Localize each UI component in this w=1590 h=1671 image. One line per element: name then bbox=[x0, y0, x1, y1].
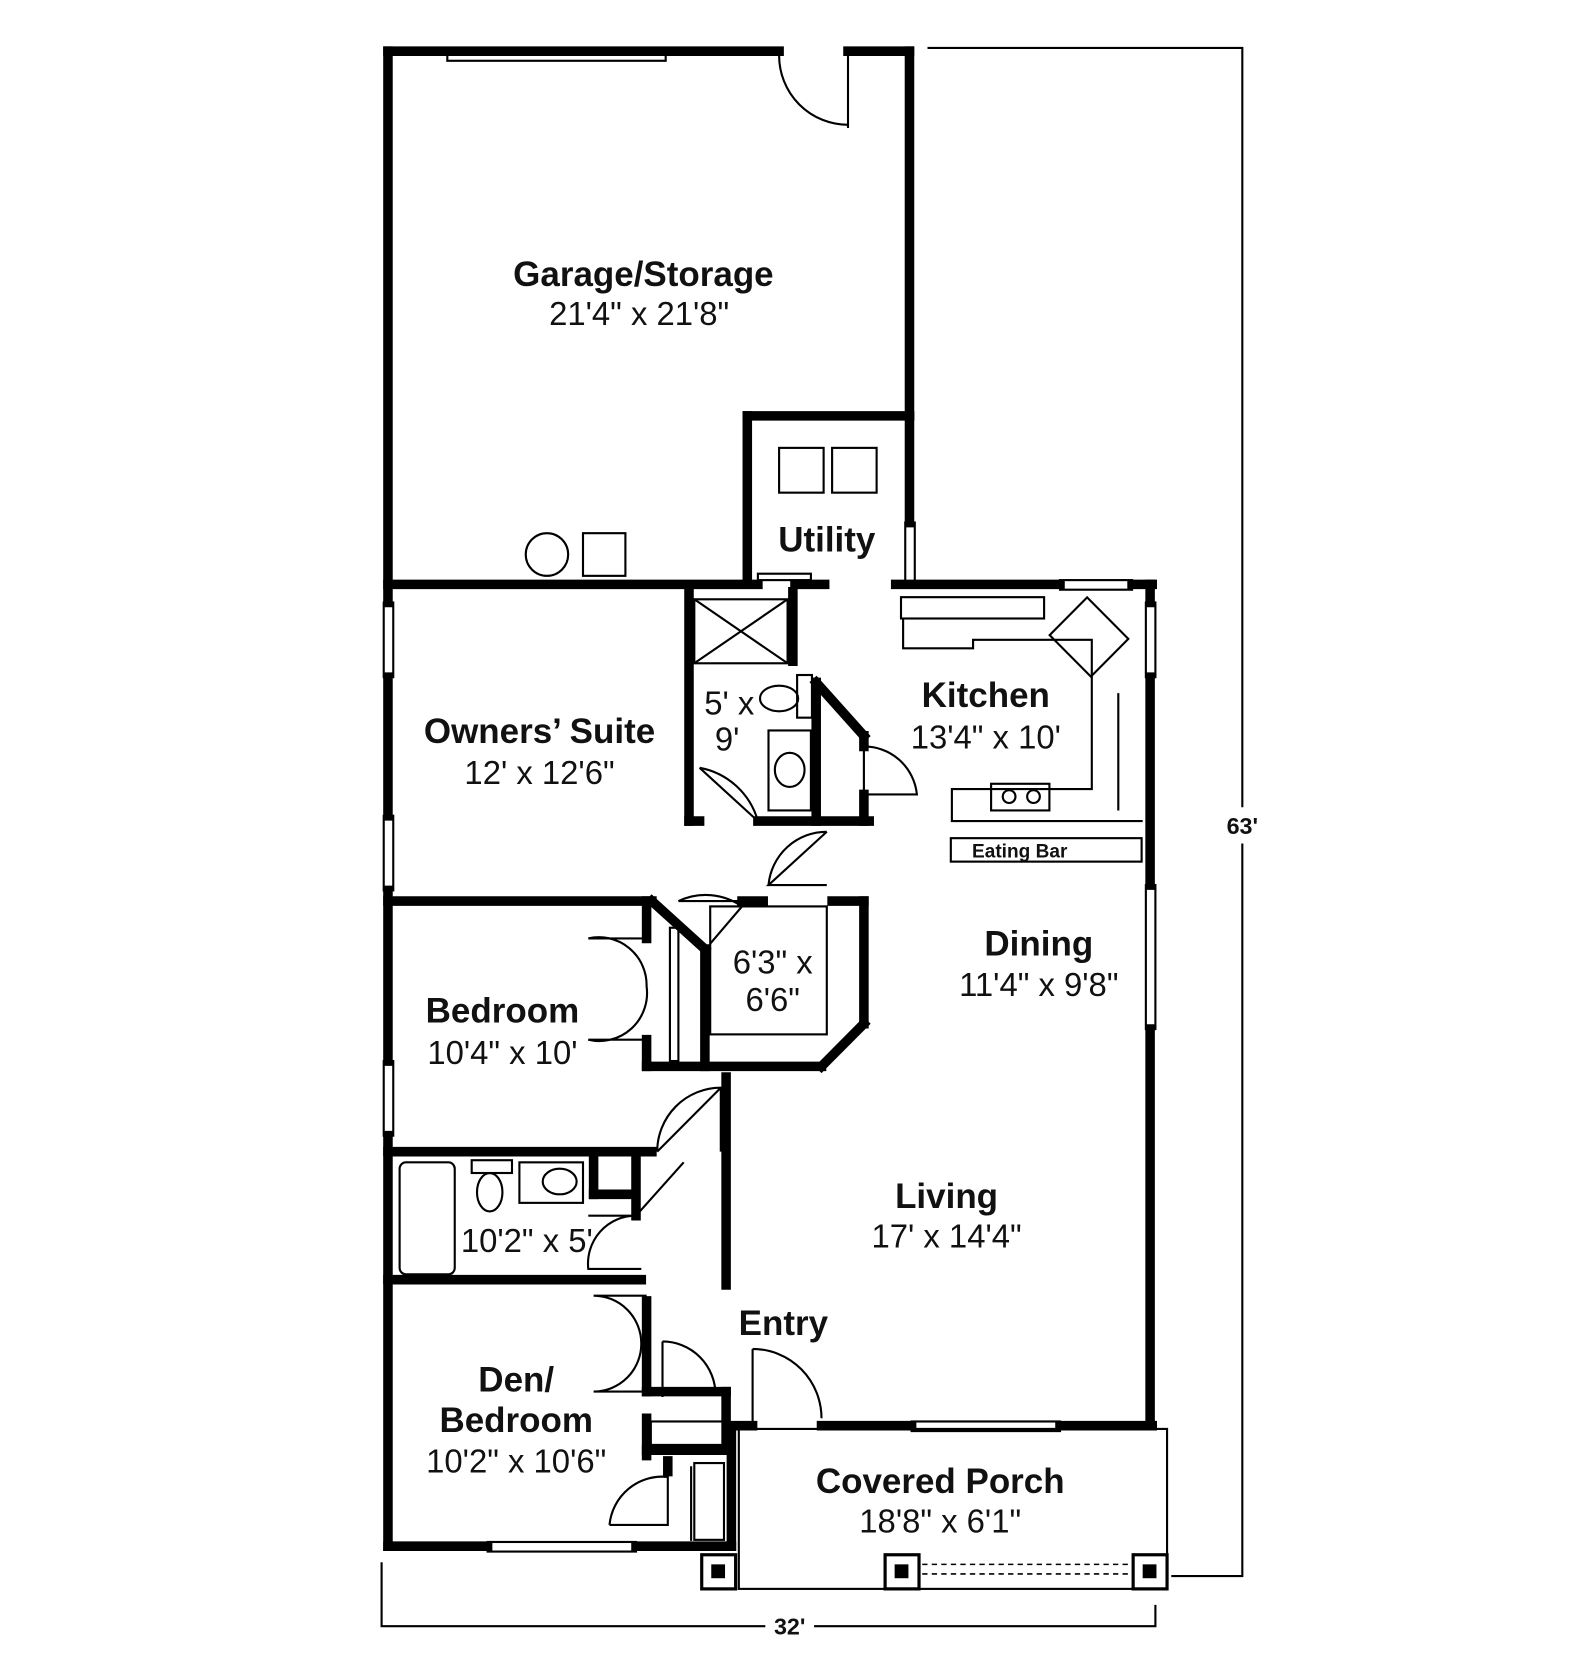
room-name: Kitchen bbox=[922, 676, 1050, 715]
fixtures bbox=[398, 446, 1143, 1541]
den-size: 10'2" x 10'6" bbox=[426, 1443, 606, 1480]
walls bbox=[383, 46, 1157, 1552]
den-name-line1: Den/ bbox=[478, 1361, 554, 1400]
room-size: 10'4" x 10' bbox=[427, 1034, 577, 1071]
closet-size-1: 6'3" x bbox=[733, 944, 814, 981]
room-name: Bedroom bbox=[426, 992, 580, 1031]
den-name-line2: Bedroom bbox=[439, 1401, 593, 1440]
room-size: 17' x 14'4" bbox=[871, 1218, 1021, 1255]
room-name: Covered Porch bbox=[816, 1462, 1065, 1501]
room-labels: Garage/Storage 21'4" x 21'8" Utility Kit… bbox=[424, 255, 1258, 1640]
windows bbox=[382, 46, 1157, 1553]
room-name: Dining bbox=[984, 924, 1093, 963]
room-size: 18'8" x 6'1" bbox=[859, 1502, 1021, 1539]
room-size: 11'4" x 9'8" bbox=[959, 966, 1118, 1003]
owners-bath-size-2: 9' bbox=[715, 721, 740, 758]
overall-width: 32' bbox=[774, 1614, 805, 1640]
eating-bar-label: Eating Bar bbox=[972, 841, 1068, 862]
room-size: 12' x 12'6" bbox=[464, 754, 614, 791]
owners-bath-size-1: 5' x bbox=[704, 684, 755, 721]
doors bbox=[586, 55, 919, 1541]
room-name: Utility bbox=[778, 520, 876, 559]
room-size: 13'4" x 10' bbox=[911, 719, 1061, 756]
room-name: Living bbox=[895, 1177, 998, 1216]
overall-depth: 63' bbox=[1227, 813, 1258, 839]
room-name: Entry bbox=[739, 1304, 829, 1343]
closet-size-2: 6'6" bbox=[746, 981, 800, 1018]
room-name: Garage/Storage bbox=[513, 255, 773, 294]
dimension-lines bbox=[380, 46, 1267, 1643]
room-size: 21'4" x 21'8" bbox=[549, 295, 729, 332]
covered-porch bbox=[700, 1427, 1169, 1591]
room-name: Owners’ Suite bbox=[424, 712, 655, 751]
porch-post bbox=[700, 1553, 1169, 1591]
hall-bath-size: 10'2" x 5' bbox=[461, 1222, 593, 1259]
